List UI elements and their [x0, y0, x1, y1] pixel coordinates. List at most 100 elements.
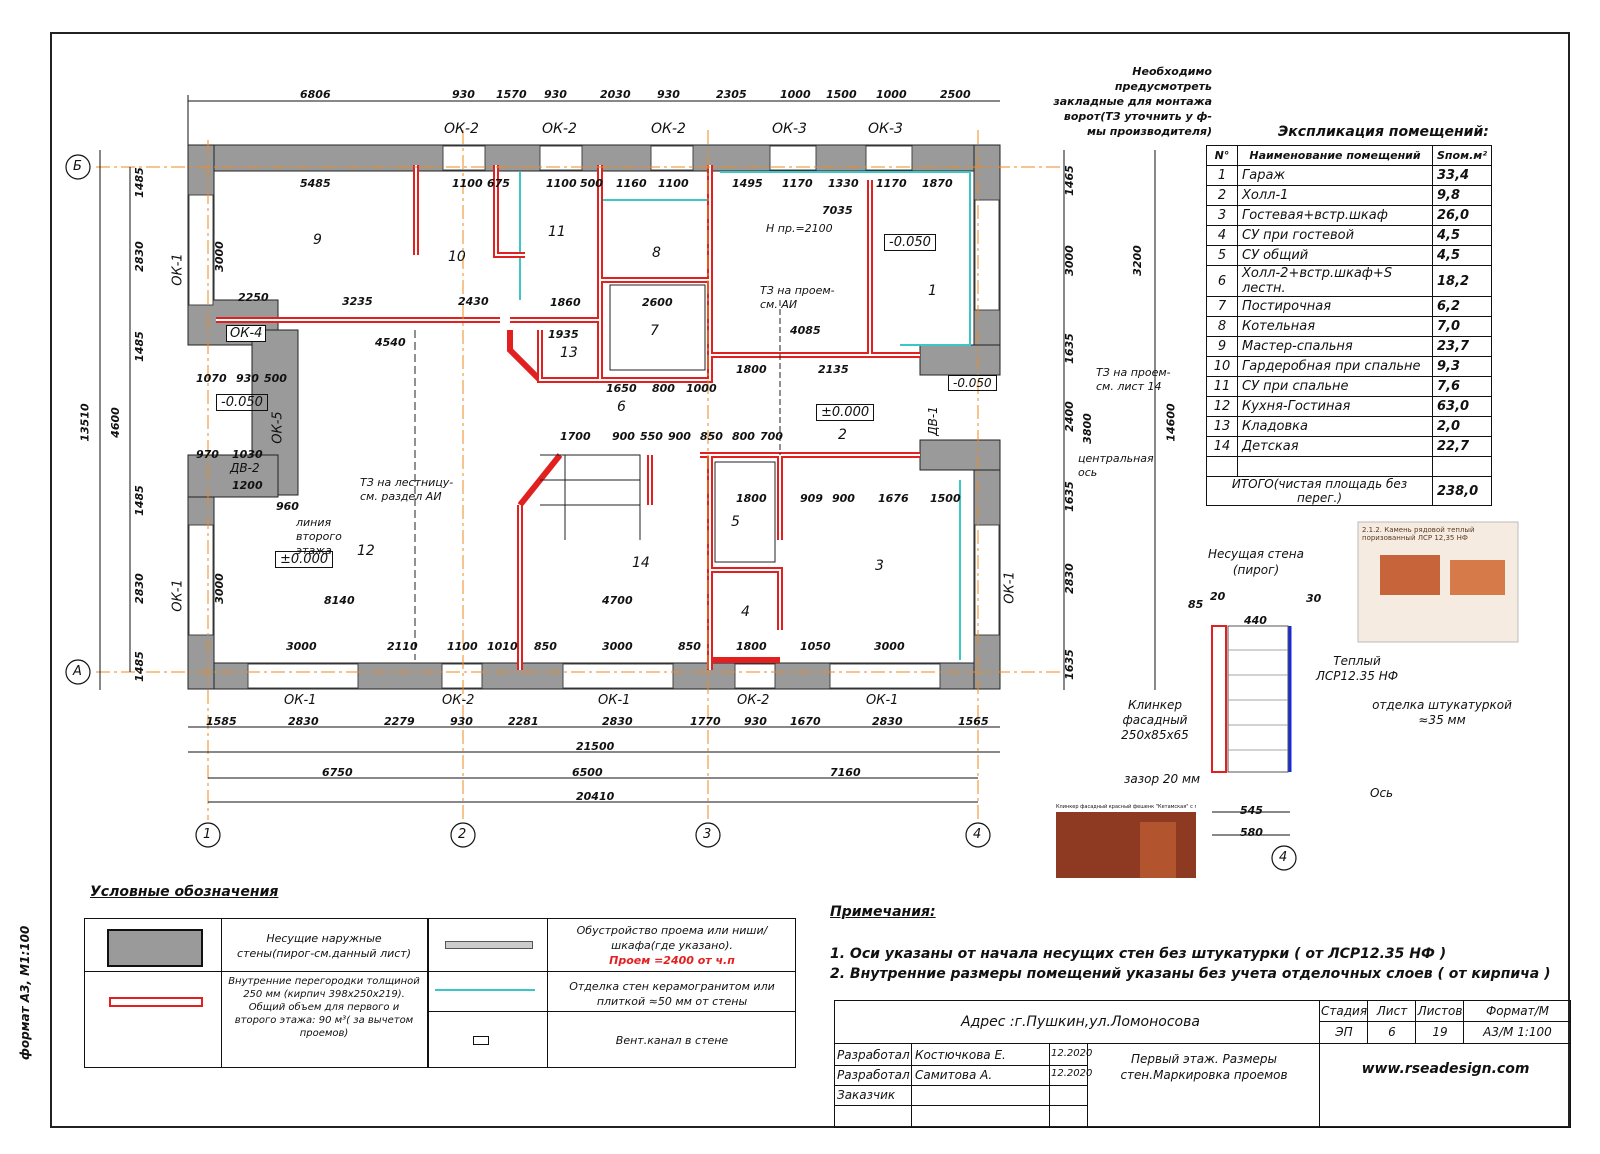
top-dim-6: 930 — [657, 88, 680, 101]
axis-label-2: 2 — [458, 827, 467, 842]
legend-partition-swatch — [109, 997, 203, 1007]
opening-note-sheet14: ТЗ на проем- см. лист 14 — [1096, 366, 1171, 393]
gate-note: Необходимо предусмотреть закладные для м… — [1053, 65, 1212, 138]
interior-dim-5: 500 — [580, 177, 603, 190]
right-dim-5: 2400 — [1062, 401, 1076, 432]
central-axis-note: центральная ось — [1078, 452, 1154, 479]
vent-channel-icon — [473, 1036, 489, 1045]
room-number-4: 4 — [741, 604, 750, 620]
interior-dim-47: 1800 — [736, 640, 767, 653]
interior-dim-2: 1100 — [452, 177, 483, 190]
interior-dim-32: 700 — [760, 430, 783, 443]
interior-dim-19: 4540 — [375, 336, 406, 349]
window-ok1-left-top: ОК-1 — [170, 253, 186, 286]
interior-dim-57: 960 — [276, 500, 299, 513]
stamp-sheets-value: 19 — [1432, 1025, 1448, 1039]
warm-stone-label: Теплый ЛСР12.35 НФ — [1315, 654, 1399, 683]
left-dim-4: 4600 — [108, 407, 122, 438]
axis-label-4: 4 — [973, 827, 982, 842]
top-dim-8: 1000 — [780, 88, 811, 101]
stamp-role-3: Заказчик — [837, 1088, 896, 1102]
axis-label-A: А — [73, 664, 82, 679]
left-dim-6: 2830 — [132, 573, 146, 604]
stair-note: ТЗ на лестницу- см. раздел АИ — [360, 476, 454, 503]
top-dim-3: 1570 — [496, 88, 527, 101]
interior-dim-26: 1700 — [560, 430, 591, 443]
left-inner-dim-1: 3000 — [212, 241, 226, 272]
interior-dim-35: 900 — [832, 492, 855, 505]
interior-dim-45: 3000 — [602, 640, 633, 653]
level-mark-garage: -0.050 — [884, 234, 936, 251]
sheet-title: Первый этаж. Размеры стен.Маркировка про… — [1120, 1052, 1288, 1082]
gap-label: зазор 20 мм — [1124, 772, 1201, 786]
interior-dim-18: 1935 — [548, 328, 579, 341]
legend-walls-text: Несущие наружные стены(пирог-см.данный л… — [236, 932, 412, 960]
level-mark-hall: ±0.000 — [816, 404, 875, 421]
window-ok4: ОК-4 — [226, 325, 267, 342]
left-dim-3: 1485 — [132, 331, 146, 362]
stamp-date-2: 12.2020 — [1051, 1068, 1093, 1079]
interior-dim-52: 930 — [236, 372, 259, 385]
stamp-header-stage: Стадия — [1321, 1004, 1368, 1018]
bottom-dim-9: 1670 — [790, 715, 821, 728]
interior-dim-17: 2600 — [642, 296, 673, 309]
room-number-10: 10 — [448, 249, 466, 265]
stamp-role-1: Разработал — [837, 1048, 910, 1062]
interior-dim-16: 1860 — [550, 296, 581, 309]
project-address: Адрес :г.Пушкин,ул.Ломоносова — [961, 1014, 1200, 1030]
section-dim-440: 440 — [1244, 614, 1267, 627]
interior-dim-14: 3235 — [342, 295, 373, 308]
section-axis-label: 4 — [1279, 850, 1288, 865]
legend-tile-swatch — [435, 989, 535, 991]
top-dim-11: 2500 — [940, 88, 971, 101]
left-dim-5: 1485 — [132, 485, 146, 516]
axis-spacing-3: 7160 — [830, 766, 861, 779]
interior-dim-1: 5485 — [300, 177, 331, 190]
room-number-1: 1 — [928, 283, 937, 299]
window-ok2-bottom-a: ОК-2 — [442, 693, 475, 708]
room-number-9: 9 — [313, 232, 322, 248]
room-number-7: 7 — [650, 323, 659, 339]
interior-dim-36: 1676 — [878, 492, 909, 505]
room-number-6: 6 — [617, 399, 626, 415]
notes-title: Примечания: — [830, 904, 936, 920]
window-ok3-a: ОК-3 — [772, 121, 807, 137]
interior-dim-51: 1070 — [196, 372, 227, 385]
room-number-14: 14 — [632, 555, 650, 571]
interior-dim-6: 1160 — [616, 177, 647, 190]
axis-spacing-1: 6750 — [322, 766, 353, 779]
legend-wall-swatch — [107, 929, 203, 967]
interior-partitions-inner — [216, 165, 920, 670]
window-ok2-bottom-b: ОК-2 — [737, 693, 770, 708]
stamp-format-value: А3/М 1:100 — [1483, 1025, 1552, 1039]
level-mark-left: -0.050 — [216, 394, 268, 411]
bottom-dim-7: 1770 — [690, 715, 721, 728]
interior-dim-27: 900 — [612, 430, 635, 443]
wall-section-title: Несущая стена (пирог) — [1208, 547, 1304, 577]
interior-dim-54: 970 — [196, 448, 219, 461]
axis-bubbles — [65, 154, 1297, 871]
axis-bubble-A — [65, 659, 91, 685]
legend-opening-swatch — [445, 941, 533, 949]
top-dimension-chain — [187, 95, 1000, 150]
interior-dim-48: 1050 — [800, 640, 831, 653]
legend-title: Условные обозначения — [90, 884, 279, 900]
explication-header-area: Sпом.м² — [1431, 145, 1493, 166]
top-dim-7: 2305 — [716, 88, 747, 101]
bottom-dim-6: 2830 — [602, 715, 633, 728]
website-link[interactable]: www.rseadesign.com — [1361, 1061, 1530, 1077]
brick-photo-caption: 2.1.2. Камень рядовой теплый поризованны… — [1362, 526, 1475, 542]
stamp-name-1: Костючкова Е. — [915, 1048, 1006, 1062]
brick-hatch — [1228, 649, 1288, 751]
interior-dim-8: 1495 — [732, 177, 763, 190]
clinker-photo-caption: Клинкер фасадный красный фешенк "Кетамск… — [1056, 804, 1196, 810]
stamp-stage-value: ЭП — [1335, 1025, 1353, 1039]
